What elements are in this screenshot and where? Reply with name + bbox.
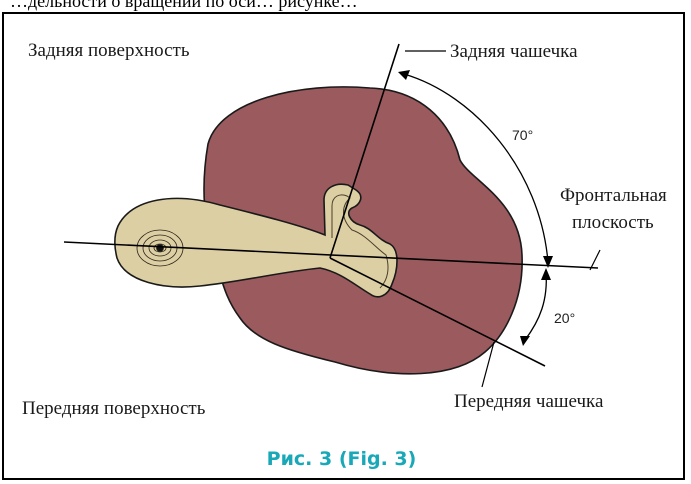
arc-20-arrowhead-top	[541, 268, 551, 280]
posterior-cup-label: Задняя чашечка	[450, 41, 578, 63]
frontal-plane-leader	[590, 250, 600, 270]
figure-caption: Рис. 3 (Fig. 3)	[0, 448, 683, 470]
angle-label-70: 70°	[512, 127, 533, 143]
posterior-surface-label: Задняя поверхность	[28, 40, 190, 62]
frontal-plane-label-line1: Фронтальная	[560, 185, 667, 207]
arc-20-arrowhead-bottom	[520, 336, 530, 346]
anterior-cup-label: Передняя чашечка	[454, 391, 603, 413]
angle-label-20: 20°	[554, 310, 575, 326]
frontal-plane-label-line2: плоскость	[572, 212, 654, 234]
angle-arc-20	[525, 272, 546, 340]
anterior-surface-label: Передняя поверхность	[22, 398, 205, 420]
